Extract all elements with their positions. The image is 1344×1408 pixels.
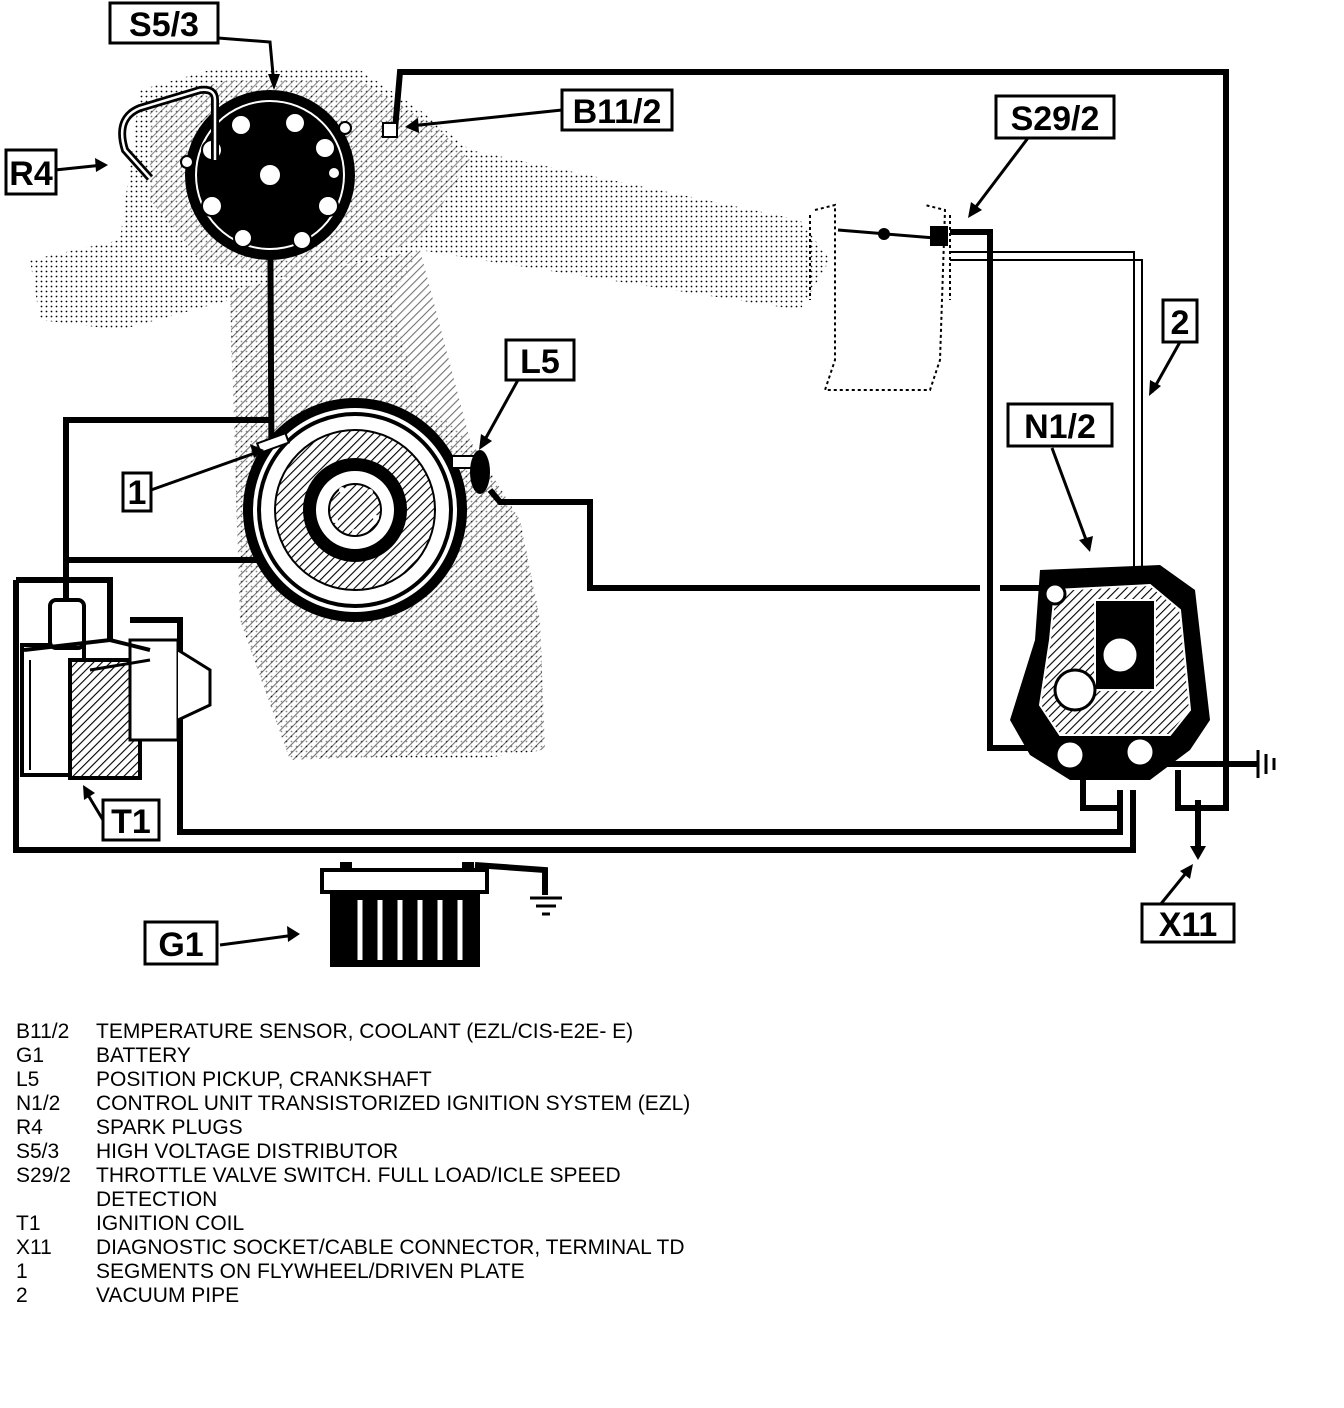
svg-text:2: 2 — [1171, 304, 1190, 342]
control-unit — [1010, 565, 1210, 780]
svg-text:B11/2: B11/2 — [573, 93, 662, 131]
callout-1: 1 — [121, 471, 153, 513]
distributor-cap — [180, 90, 355, 260]
legend-row: S29/2 THROTTLE VALVE SWITCH. FULL LOAD/IC… — [16, 1164, 736, 1212]
component-legend: B11/2 TEMPERATURE SENSOR, COOLANT (EZL/CI… — [16, 1020, 736, 1308]
legend-row: 1 SEGMENTS ON FLYWHEEL/DRIVEN PLATE — [16, 1260, 736, 1284]
svg-text:R4: R4 — [9, 155, 53, 193]
leader-arrowheads — [83, 74, 1193, 942]
legend-row: B11/2 TEMPERATURE SENSOR, COOLANT (EZL/CI… — [16, 1020, 736, 1044]
ignition-coil — [20, 598, 212, 780]
legend-row: 2 VACUUM PIPE — [16, 1284, 736, 1308]
svg-text:L5: L5 — [520, 343, 560, 381]
legend-row: G1 BATTERY — [16, 1044, 736, 1068]
legend-code: G1 — [16, 1044, 45, 1067]
throttle-linkage — [837, 226, 948, 246]
legend-code: N1/2 — [16, 1092, 61, 1115]
spark-plug-lead-inner — [120, 88, 217, 179]
callout-n1-2: N1/2 — [1006, 402, 1114, 448]
legend-description: CONTROL UNIT TRANSISTORIZED IGNITION SYS… — [96, 1092, 691, 1115]
legend-description: IGNITION COIL — [96, 1212, 245, 1235]
legend-description: SEGMENTS ON FLYWHEEL/DRIVEN PLATE — [96, 1260, 525, 1283]
legend-description: THROTTLE VALVE SWITCH. FULL LOAD/ICLE SP… — [96, 1164, 621, 1211]
callout-l5: L5 — [504, 338, 576, 382]
callout-x11: X11 — [1140, 902, 1236, 944]
ignition-system-diagram: S5/3 B11/2 R4 S29/2 2 L5 N1/2 1 T1 G1 X1… — [4, 1, 1276, 967]
legend-code: 2 — [16, 1284, 28, 1307]
legend-description: HIGH VOLTAGE DISTRIBUTOR — [96, 1140, 399, 1163]
svg-text:S29/2: S29/2 — [1011, 100, 1100, 138]
callout-t1: T1 — [101, 798, 161, 842]
ground-symbol-control-unit — [1256, 750, 1276, 778]
legend-code: L5 — [16, 1068, 40, 1091]
coolant-temperature-sensor — [382, 122, 398, 138]
legend-row: T1 IGNITION COIL — [16, 1212, 736, 1236]
legend-description: SPARK PLUGS — [96, 1116, 243, 1139]
x11-terminal-arrow — [1190, 846, 1206, 860]
callout-s29-2: S29/2 — [994, 94, 1116, 140]
legend-description: VACUUM PIPE — [96, 1284, 240, 1307]
callout-r4: R4 — [4, 148, 58, 196]
svg-text:X11: X11 — [1159, 906, 1218, 944]
flywheel — [243, 398, 467, 622]
legend-row: X11 DIAGNOSTIC SOCKET/CABLE CONNECTOR, TE… — [16, 1236, 736, 1260]
svg-text:G1: G1 — [158, 926, 203, 964]
svg-text:T1: T1 — [111, 803, 151, 841]
legend-code: X11 — [16, 1236, 52, 1259]
svg-text:S5/3: S5/3 — [129, 6, 199, 44]
callout-b11-2: B11/2 — [560, 88, 674, 132]
svg-text:N1/2: N1/2 — [1024, 408, 1096, 446]
legend-code: R4 — [16, 1116, 43, 1139]
legend-description: TEMPERATURE SENSOR, COOLANT (EZL/CIS-E2E… — [96, 1020, 634, 1043]
vacuum-pipe — [950, 251, 1143, 608]
callout-2: 2 — [1161, 298, 1199, 344]
legend-code: S5/3 — [16, 1140, 60, 1163]
callout-s5-3: S5/3 — [108, 1, 220, 45]
legend-description: DIAGNOSTIC SOCKET/CABLE CONNECTOR, TERMI… — [96, 1236, 685, 1259]
legend-description: POSITION PICKUP, CRANKSHAFT — [96, 1068, 432, 1091]
legend-description: BATTERY — [96, 1044, 191, 1067]
svg-text:1: 1 — [128, 474, 147, 512]
crankshaft-position-pickup — [470, 450, 490, 494]
legend-code: B11/2 — [16, 1020, 70, 1043]
legend-row: L5 POSITION PICKUP, CRANKSHAFT — [16, 1068, 736, 1092]
legend-code: S29/2 — [16, 1164, 71, 1187]
legend-code: T1 — [16, 1212, 41, 1235]
legend-row: N1/2 CONTROL UNIT TRANSISTORIZED IGNITION… — [16, 1092, 736, 1116]
ground-symbol-battery — [530, 896, 562, 916]
callout-g1: G1 — [143, 920, 219, 966]
legend-row: S5/3 HIGH VOLTAGE DISTRIBUTOR — [16, 1140, 736, 1164]
battery — [320, 862, 489, 967]
wiring-harness — [13, 69, 1258, 895]
legend-row: R4 SPARK PLUGS — [16, 1116, 736, 1140]
legend-code: 1 — [16, 1260, 28, 1283]
